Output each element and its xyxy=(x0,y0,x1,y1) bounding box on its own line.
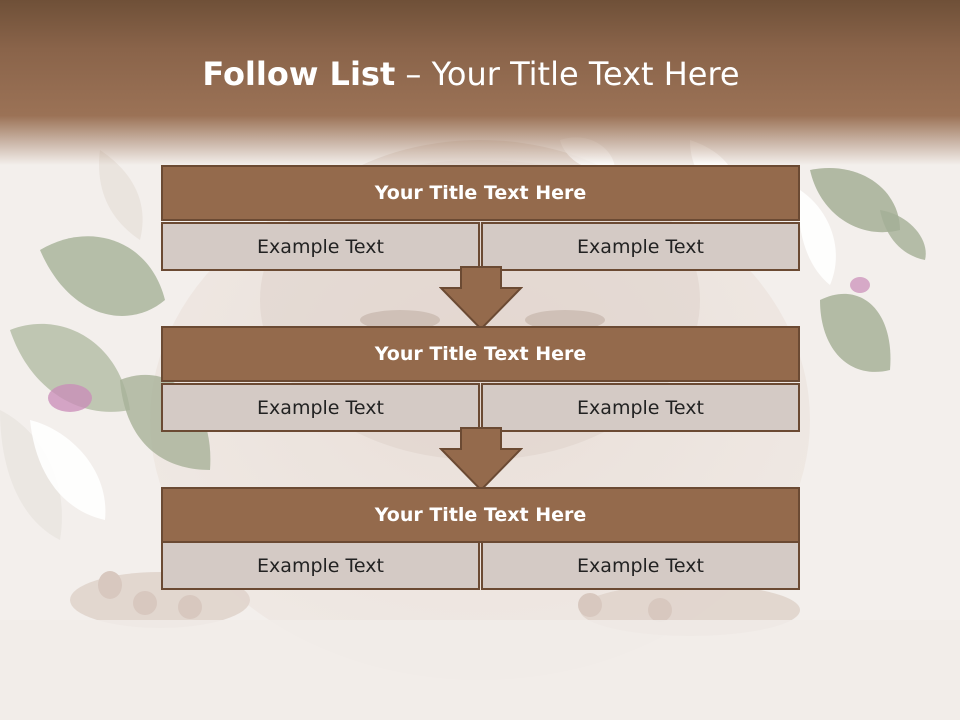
step-2-right-text: Example Text xyxy=(577,396,704,419)
step-1-title: Your Title Text Here xyxy=(374,182,587,204)
slide-title-bold: Follow List xyxy=(202,55,396,93)
step-1-left-text: Example Text xyxy=(257,235,384,258)
step-1-left-cell: Example Text xyxy=(161,222,480,271)
down-arrow-icon xyxy=(439,427,523,492)
step-2-title: Your Title Text Here xyxy=(374,343,587,365)
slide-title-rest: – Your Title Text Here xyxy=(395,55,740,93)
slide-title: Follow List – Your Title Text Here xyxy=(0,55,942,93)
step-3-right-cell: Example Text xyxy=(481,541,800,590)
step-3-right-text: Example Text xyxy=(577,554,704,577)
step-2-left-text: Example Text xyxy=(257,396,384,419)
step-2-left-cell: Example Text xyxy=(161,383,480,432)
down-arrow-icon xyxy=(439,266,523,331)
step-1-title-box: Your Title Text Here xyxy=(161,165,800,221)
header-band xyxy=(0,0,960,165)
step-2-title-box: Your Title Text Here xyxy=(161,326,800,382)
step-2-right-cell: Example Text xyxy=(481,383,800,432)
step-3-left-text: Example Text xyxy=(257,554,384,577)
step-1-right-text: Example Text xyxy=(577,235,704,258)
step-3-left-cell: Example Text xyxy=(161,541,480,590)
step-3-title: Your Title Text Here xyxy=(374,504,587,526)
step-1-right-cell: Example Text xyxy=(481,222,800,271)
step-3-title-box: Your Title Text Here xyxy=(161,487,800,543)
